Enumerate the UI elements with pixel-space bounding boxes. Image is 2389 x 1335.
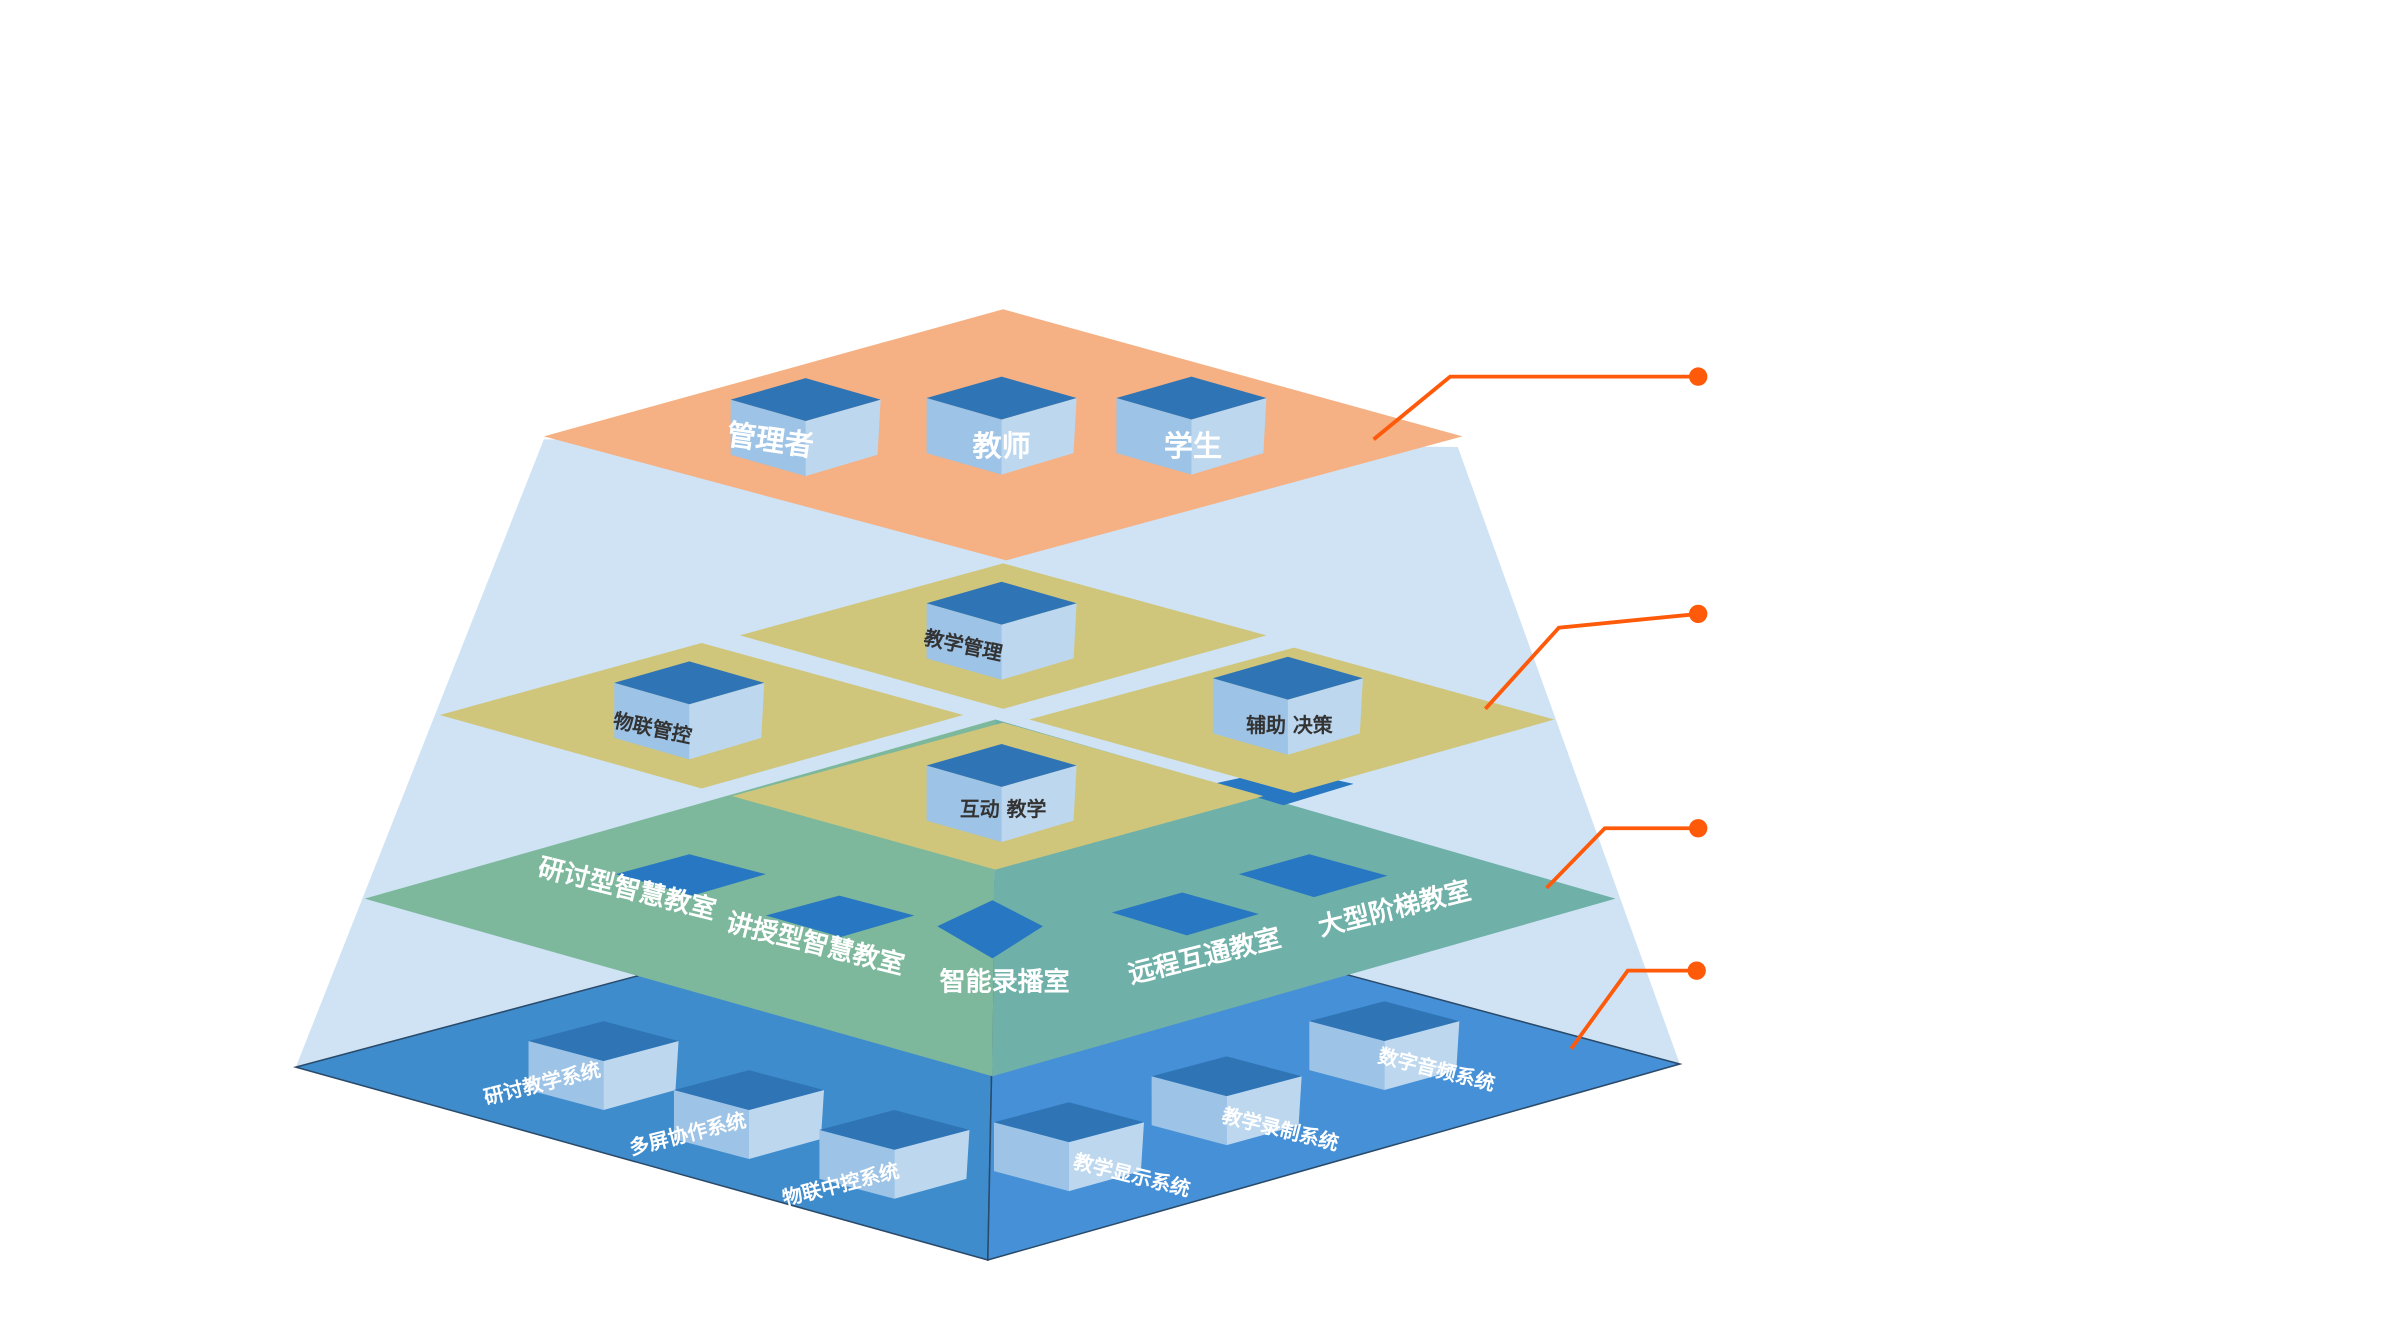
cube-icon <box>528 1021 679 1110</box>
cube-top-face <box>926 376 1077 420</box>
cube-icon <box>926 744 1077 843</box>
cube-right-face <box>1384 1021 1460 1091</box>
cube-right-face <box>805 399 881 477</box>
cube-top-face <box>1151 1056 1302 1097</box>
callout-dot-icon <box>1689 819 1708 838</box>
callout-line <box>1545 826 1699 890</box>
cube-right-face <box>748 1090 825 1159</box>
callout-dot-icon <box>1689 604 1708 624</box>
platform-layer: 教学管理物联管控辅助 决策互动 教学 <box>439 563 1555 870</box>
cube-right-face <box>1001 765 1077 843</box>
cube-left-face <box>1212 678 1288 755</box>
cube-left-face <box>819 1129 895 1199</box>
cube-left-face <box>1151 1076 1227 1146</box>
cube-right-face <box>1068 1122 1144 1192</box>
cube-left-face <box>926 398 1002 475</box>
cube-icon <box>926 376 1077 475</box>
callout-lines <box>1372 367 1708 1050</box>
cube-right-face <box>603 1041 679 1110</box>
classroom-tile-icon <box>765 895 915 937</box>
callout-dot-icon <box>1687 961 1706 980</box>
platform-label: 互动 教学 <box>960 797 1047 821</box>
cube-left-face <box>1116 398 1192 475</box>
cube-top-face <box>614 661 765 705</box>
classroom-tile-icon <box>1238 854 1388 898</box>
cube-right-face <box>1001 398 1077 475</box>
cube-icon <box>614 661 765 760</box>
cube-top-face <box>528 1021 679 1061</box>
callout-dot-icon <box>1689 367 1708 386</box>
cube-top-face <box>673 1070 825 1110</box>
cube-left-face <box>926 765 1002 843</box>
cube-icon <box>730 378 881 477</box>
cube-right-face <box>1001 603 1077 680</box>
cube-icon <box>819 1109 970 1199</box>
cube-left-face <box>993 1122 1069 1192</box>
cube-top-face <box>730 378 881 422</box>
cube-icon <box>1151 1056 1302 1146</box>
cube-icon <box>993 1102 1144 1192</box>
cube-right-face <box>689 682 765 760</box>
user-layer: 管理者教师学生 <box>543 309 1463 561</box>
cube-right-face <box>894 1129 970 1199</box>
classroom-tile-icon <box>1111 892 1259 936</box>
cube-left-face <box>528 1041 604 1110</box>
classroom-tile-icon <box>937 900 1043 959</box>
classroom-tile-icon <box>615 854 766 896</box>
cube-right-face <box>1226 1076 1302 1146</box>
cube-icon <box>673 1070 825 1159</box>
cube-top-face <box>819 1109 970 1150</box>
cube-right-face <box>1287 678 1363 755</box>
cube-left-face <box>673 1090 749 1159</box>
user-label: 学生 <box>1164 429 1222 463</box>
cube-right-face <box>1191 398 1267 475</box>
classroom-label: 智能录播室 <box>940 967 1070 998</box>
callout-line <box>1569 968 1697 1050</box>
cube-icon <box>926 581 1077 680</box>
cube-top-face <box>993 1102 1144 1143</box>
cube-left-face <box>614 682 690 760</box>
user-label: 教师 <box>973 429 1031 463</box>
platform-label: 辅助 决策 <box>1246 713 1333 737</box>
cube-left-face <box>926 603 1002 680</box>
cube-left-face <box>730 399 806 477</box>
callout-line <box>1372 374 1699 441</box>
callout-line <box>1483 612 1699 711</box>
cube-left-face <box>1309 1021 1385 1091</box>
